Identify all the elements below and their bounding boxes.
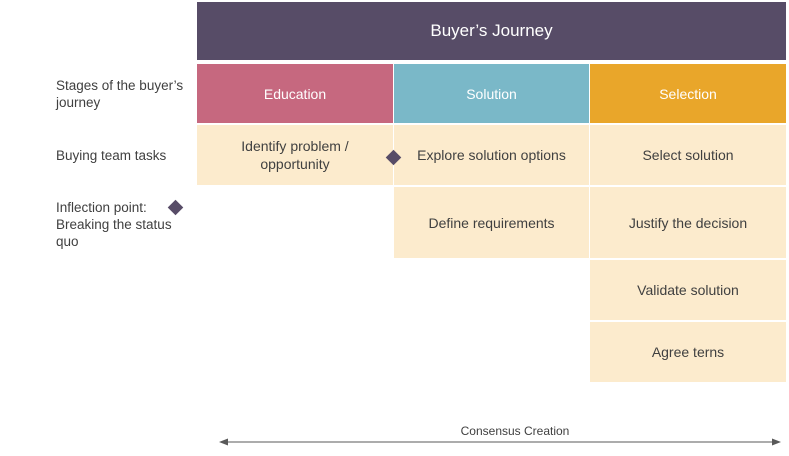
journey-title: Buyer’s Journey — [197, 2, 786, 60]
task-define-requirements: Define requirements — [394, 187, 589, 258]
task-select-solution: Select solution — [590, 125, 786, 185]
consensus-double-arrow-icon — [219, 438, 781, 446]
task-explore-options: Explore solution options — [394, 125, 589, 185]
consensus-creation-label: Consensus Creation — [460, 424, 570, 438]
stage-education: Education — [197, 64, 393, 123]
row-label-stages: Stages of the buyer’s journey — [56, 78, 184, 110]
row-label-inflection: Inflection point: Breaking the status qu… — [56, 200, 172, 249]
stage-solution: Solution — [394, 64, 589, 123]
task-justify-decision: Justify the decision — [590, 187, 786, 258]
task-validate-solution: Validate solution — [590, 260, 786, 320]
row-label-tasks: Buying team tasks — [56, 148, 167, 163]
task-agree-terms: Agree terns — [590, 322, 786, 382]
task-identify-problem: Identify problem / opportunity — [197, 125, 393, 185]
stage-selection: Selection — [590, 64, 786, 123]
